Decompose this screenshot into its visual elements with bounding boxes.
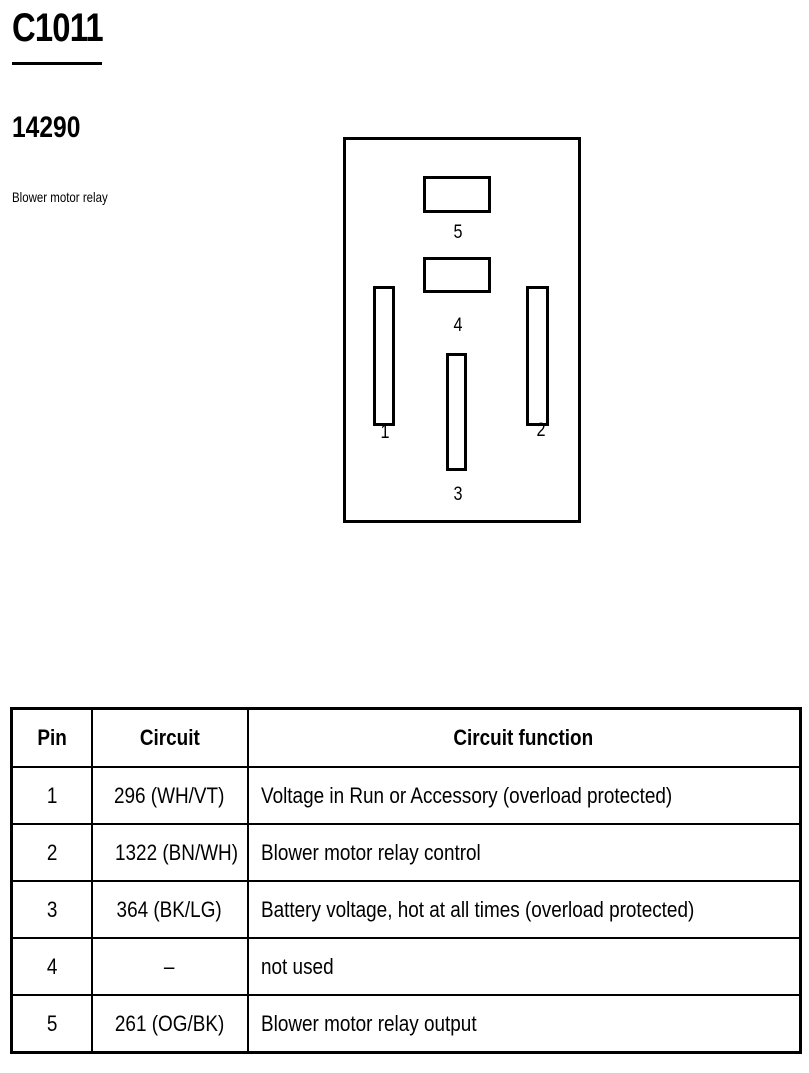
table-row: 4 – not used	[10, 937, 802, 996]
connector-description: Blower motor relay	[12, 189, 108, 205]
table-row: 5 261 (OG/BK) Blower motor relay output	[10, 994, 802, 1054]
cell-pin: 2	[10, 823, 93, 882]
cell-circuit: 1322 (BN/WH)	[90, 823, 249, 882]
pin-label-2: 2	[536, 420, 546, 441]
pinout-table: Pin Circuit Circuit function 1 296 (WH/V…	[10, 707, 802, 1054]
pin-label-4: 4	[453, 315, 463, 336]
table-header-row: Pin Circuit Circuit function	[10, 707, 802, 768]
cell-pin: 5	[10, 994, 93, 1054]
cell-pin: 4	[10, 937, 93, 996]
terminal-4	[423, 257, 491, 293]
table-row: 2 1322 (BN/WH) Blower motor relay contro…	[10, 823, 802, 882]
table-row: 3 364 (BK/LG) Battery voltage, hot at al…	[10, 880, 802, 939]
terminal-5	[423, 176, 491, 213]
terminal-3	[446, 353, 467, 471]
cell-circuit-function: not used	[246, 937, 802, 996]
cell-circuit: –	[90, 937, 249, 996]
cell-circuit: 261 (OG/BK)	[90, 994, 249, 1054]
title-underline	[12, 62, 102, 65]
table-row: 1 296 (WH/VT) Voltage in Run or Accessor…	[10, 766, 802, 825]
cell-pin: 3	[10, 880, 93, 939]
header-circuit-function: Circuit function	[246, 707, 802, 768]
terminal-2	[526, 286, 549, 426]
cell-circuit-function: Voltage in Run or Accessory (overload pr…	[246, 766, 802, 825]
header-circuit: Circuit	[90, 707, 249, 768]
terminal-1	[373, 286, 395, 426]
cell-circuit: 364 (BK/LG)	[90, 880, 249, 939]
cell-circuit-function: Blower motor relay output	[246, 994, 802, 1054]
cell-circuit-function: Blower motor relay control	[246, 823, 802, 882]
cell-circuit-function: Battery voltage, hot at all times (overl…	[246, 880, 802, 939]
cell-pin: 1	[10, 766, 93, 825]
pin-label-5: 5	[453, 222, 463, 243]
connector-id: C1011	[12, 6, 104, 50]
cell-circuit: 296 (WH/VT)	[90, 766, 249, 825]
header-pin: Pin	[10, 707, 93, 768]
part-number: 14290	[12, 111, 81, 144]
connector-face-diagram: 5 4 1 2 3	[343, 137, 581, 523]
pin-label-1: 1	[380, 422, 390, 443]
pin-label-3: 3	[453, 484, 463, 505]
